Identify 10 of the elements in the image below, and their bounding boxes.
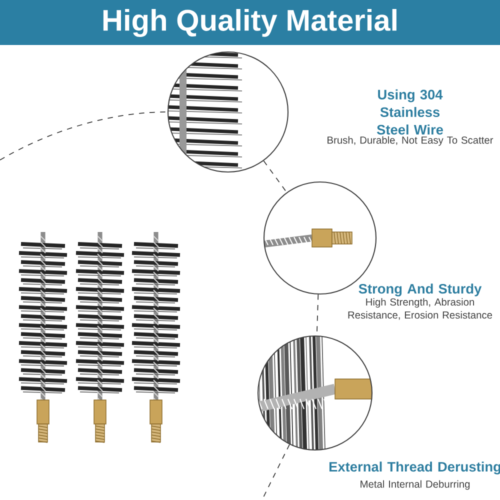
feature-description: Brush, Durable, Not Easy To Scatter xyxy=(328,136,494,146)
feature-heading: Using 304 Stainless Steel Wire xyxy=(376,89,443,135)
feature-description: High Strength, Abrasion Resistance, Erosion Resistance xyxy=(348,298,492,320)
title-banner: High Quality Material xyxy=(0,0,500,45)
dashed-connector xyxy=(263,160,288,193)
feature-description: Metal Internal Deburring xyxy=(360,480,470,490)
dashed-connector xyxy=(0,112,168,160)
magnified-view xyxy=(257,335,373,451)
feature-heading: Strong And Sturdy xyxy=(358,284,482,296)
magnified-view xyxy=(167,51,289,173)
